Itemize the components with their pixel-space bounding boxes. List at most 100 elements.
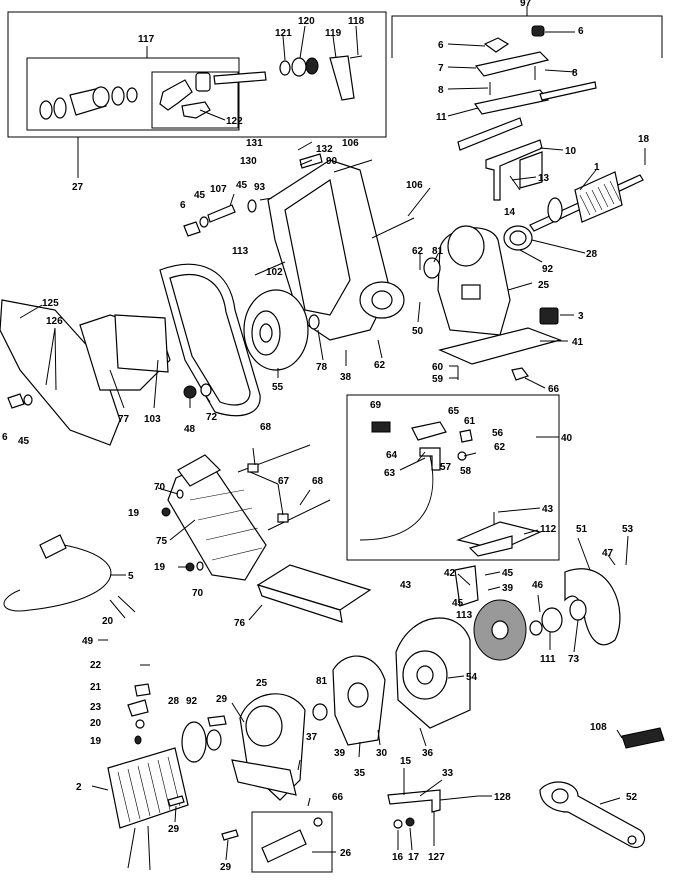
part-25-housing <box>423 225 511 336</box>
part-35-inner-guard <box>332 655 386 746</box>
label-72: 72 <box>206 412 218 423</box>
label-28-top: 28 <box>586 249 598 260</box>
label-111: 111 <box>540 654 556 665</box>
label-36: 36 <box>422 748 434 759</box>
label-6-top-left: 6 <box>438 40 444 51</box>
label-90: 90 <box>326 156 338 167</box>
parts-48-72 <box>183 383 212 399</box>
part-51-outer-guard <box>564 568 621 646</box>
box-117-frame <box>26 57 240 131</box>
label-5: 5 <box>128 571 134 582</box>
part-41-baseplate <box>438 327 562 365</box>
label-19-b: 19 <box>154 562 166 573</box>
label-35: 35 <box>354 768 366 779</box>
leader-lines <box>19 25 629 861</box>
part-102-bolt <box>254 261 286 276</box>
label-112: 112 <box>540 524 557 535</box>
label-27: 27 <box>72 182 84 193</box>
box-40-frame <box>346 394 560 561</box>
label-43-top: 43 <box>542 504 554 515</box>
label-130: 130 <box>240 156 257 167</box>
label-81-b: 81 <box>316 676 328 687</box>
label-126: 126 <box>46 316 63 327</box>
label-7: 7 <box>438 63 444 74</box>
label-42: 42 <box>444 568 456 579</box>
label-45-c: 45 <box>18 436 30 447</box>
label-70-bottom: 70 <box>192 588 204 599</box>
label-113-bottom: 113 <box>456 610 473 621</box>
label-76: 76 <box>234 618 246 629</box>
label-62-c: 62 <box>494 442 506 453</box>
label-33: 33 <box>442 768 454 779</box>
label-18: 18 <box>638 134 650 145</box>
part-112-shield <box>456 512 542 557</box>
label-66-bottom: 66 <box>332 792 344 803</box>
label-20-b: 20 <box>90 718 102 729</box>
part-52-wrench <box>539 781 645 848</box>
label-8-left: 8 <box>438 85 444 96</box>
label-25-top: 25 <box>538 280 550 291</box>
part-guard-arm <box>267 153 405 341</box>
label-8-right: 8 <box>572 68 578 79</box>
label-29-top: 29 <box>216 694 228 705</box>
part-68-cords <box>237 444 331 531</box>
part-25-lower-housing <box>231 693 328 801</box>
label-6-top-right: 6 <box>578 26 584 37</box>
part-75-motor-cover <box>167 454 267 581</box>
label-75: 75 <box>156 536 168 547</box>
label-26: 26 <box>340 848 352 859</box>
label-67: 67 <box>278 476 290 487</box>
label-62-a: 62 <box>412 246 424 257</box>
part-33-bracket <box>387 789 479 829</box>
label-56: 56 <box>492 428 504 439</box>
label-118: 118 <box>348 16 365 27</box>
label-46: 46 <box>532 580 544 591</box>
label-50: 50 <box>412 326 424 337</box>
label-45-a: 45 <box>194 190 206 201</box>
part-76-tray <box>256 564 372 623</box>
label-58: 58 <box>460 466 472 477</box>
label-39-a: 39 <box>502 583 514 594</box>
label-103: 103 <box>144 414 161 425</box>
label-16: 16 <box>392 852 404 863</box>
label-132: 132 <box>316 144 333 155</box>
part-1-armature <box>529 148 646 232</box>
label-10: 10 <box>565 146 577 157</box>
label-97: 97 <box>520 0 532 9</box>
label-37: 37 <box>306 732 318 743</box>
label-102: 102 <box>266 267 283 278</box>
parts-118-121 <box>279 55 363 101</box>
label-120: 120 <box>298 16 315 27</box>
label-64: 64 <box>386 450 398 461</box>
label-107: 107 <box>210 184 227 195</box>
label-59: 59 <box>432 374 444 385</box>
label-21: 21 <box>90 682 102 693</box>
label-122: 122 <box>226 116 243 127</box>
label-11: 11 <box>436 112 447 123</box>
box-122-inner-frame <box>151 71 239 129</box>
label-73: 73 <box>568 654 580 665</box>
label-30: 30 <box>376 748 388 759</box>
label-106-mid: 106 <box>406 180 423 191</box>
label-49: 49 <box>82 636 94 647</box>
label-54: 54 <box>466 672 478 683</box>
label-29-bottom: 29 <box>220 862 232 873</box>
label-113-top: 113 <box>232 246 249 257</box>
label-53: 53 <box>622 524 634 535</box>
part-122 <box>159 71 267 119</box>
parts-29-pins <box>167 795 239 841</box>
label-65: 65 <box>448 406 460 417</box>
label-63: 63 <box>384 468 396 479</box>
label-29-mid: 29 <box>168 824 180 835</box>
label-77: 77 <box>118 414 130 425</box>
label-6-mid: 6 <box>180 200 186 211</box>
part-28-92-bearing <box>503 225 533 251</box>
label-92-bottom: 92 <box>186 696 198 707</box>
label-128: 128 <box>494 792 511 803</box>
part-7-plate <box>474 51 550 95</box>
label-92-top: 92 <box>542 264 554 275</box>
part-55-wheel <box>243 289 320 371</box>
label-1: 1 <box>594 162 600 173</box>
label-19-a: 19 <box>128 508 140 519</box>
